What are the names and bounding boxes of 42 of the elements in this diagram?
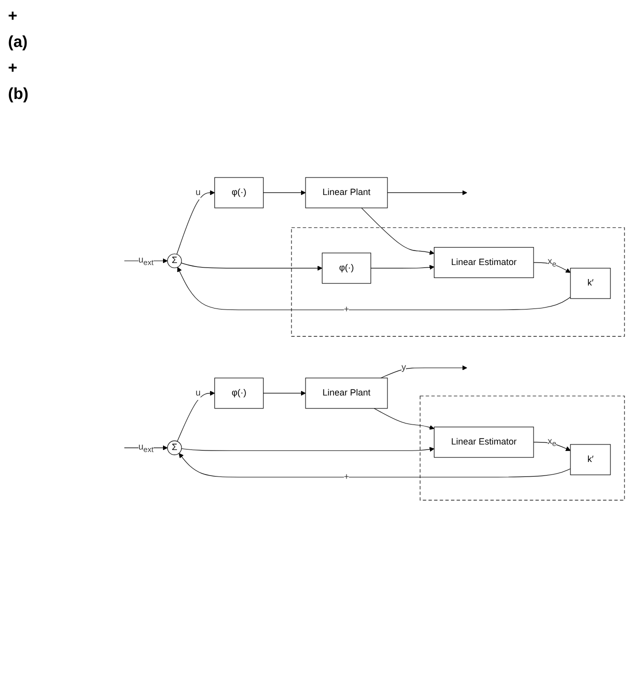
arrow bbox=[387, 190, 468, 196]
arrow bbox=[177, 390, 215, 442]
panel-label: + bbox=[8, 8, 18, 26]
edge-label: u$_{ext}$ bbox=[138, 255, 154, 267]
arrow bbox=[380, 366, 468, 378]
arrow bbox=[374, 408, 434, 430]
arrow bbox=[177, 267, 571, 310]
arrow bbox=[124, 445, 168, 450]
arrow bbox=[370, 265, 434, 270]
edge-label: u bbox=[196, 188, 201, 198]
edge-label: + bbox=[344, 304, 350, 314]
panel-label: + bbox=[8, 60, 18, 78]
node-box: Linear Plant bbox=[305, 378, 388, 409]
node-box: φ(·) bbox=[214, 378, 264, 409]
panel-label: (a) bbox=[8, 34, 29, 52]
node-circle: Σ bbox=[167, 254, 182, 268]
edge-label: u$_{ext}$ bbox=[138, 442, 154, 454]
cluster bbox=[420, 396, 625, 501]
arrow bbox=[533, 262, 571, 273]
edge-label: x$_{e}$ bbox=[548, 257, 556, 268]
node-box: Linear Estimator bbox=[434, 247, 534, 278]
edge-label: u bbox=[196, 388, 201, 398]
arrow bbox=[178, 453, 571, 478]
node-box: k′ bbox=[570, 268, 611, 299]
node-circle: Σ bbox=[167, 440, 182, 456]
arrow bbox=[176, 190, 215, 255]
edge-label: + bbox=[344, 472, 350, 482]
panel-label: (b) bbox=[8, 86, 30, 104]
edge-label: x$_{e}$ bbox=[548, 436, 556, 448]
node-box: Linear Plant bbox=[305, 177, 388, 208]
arrow bbox=[263, 190, 306, 196]
node-box: φ(·) bbox=[322, 252, 372, 284]
arrow bbox=[180, 262, 322, 271]
node-box: k′ bbox=[570, 444, 611, 476]
cluster bbox=[291, 227, 625, 337]
node-box: Linear Estimator bbox=[434, 426, 534, 458]
arrow bbox=[263, 390, 306, 396]
node-box: φ(·) bbox=[214, 177, 264, 208]
arrow bbox=[124, 258, 168, 264]
edge-label: y bbox=[402, 362, 406, 372]
arrow bbox=[181, 447, 434, 452]
arrow bbox=[361, 208, 434, 256]
